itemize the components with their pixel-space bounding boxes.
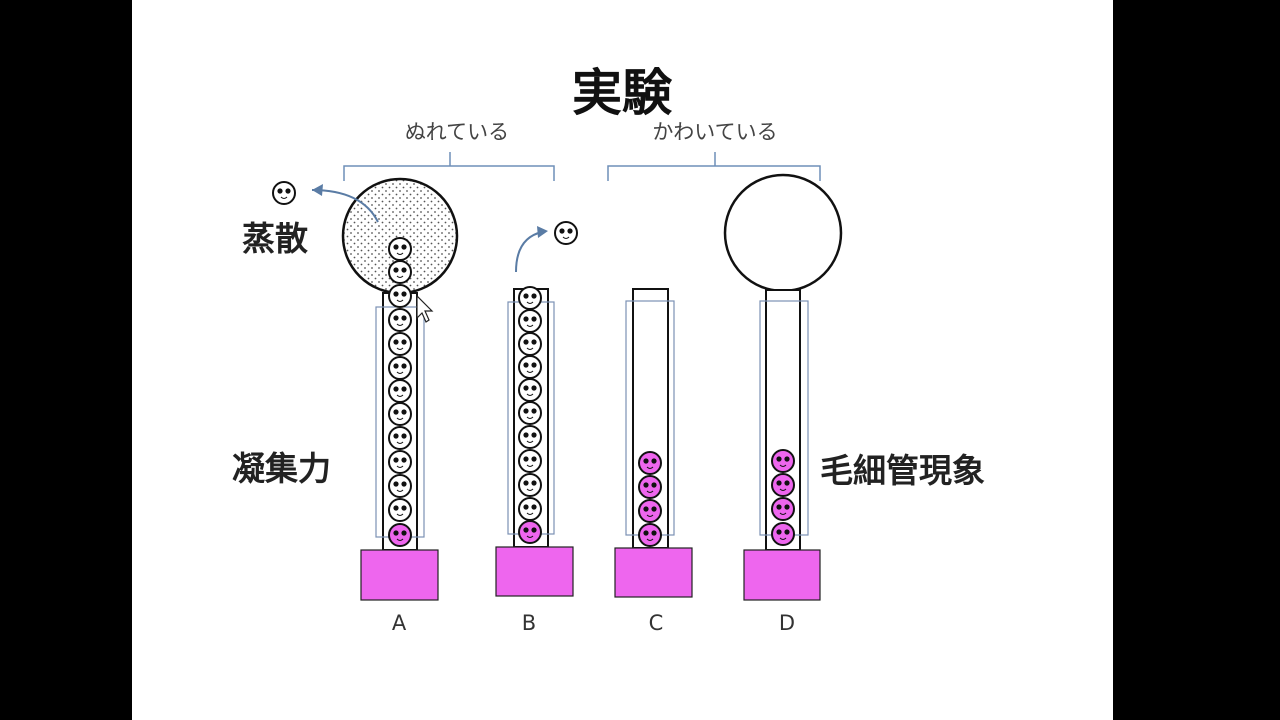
water-molecules-b (518, 286, 542, 544)
water-molecule (518, 309, 542, 333)
leaf-bulb-dry (723, 173, 843, 293)
water-molecule-pink (771, 497, 795, 521)
water-molecule (388, 308, 412, 332)
bracket-wet (343, 152, 555, 181)
group-label-dry: かわいている (652, 120, 777, 144)
water-molecule (388, 450, 412, 474)
water-molecule-pink (771, 473, 795, 497)
column-label-b: B (522, 611, 536, 635)
water-molecules-d (771, 449, 795, 546)
water-molecule (388, 426, 412, 450)
water-molecule (518, 332, 542, 356)
water-molecule (388, 356, 412, 380)
water-molecule (388, 284, 412, 308)
water-molecule (518, 473, 542, 497)
group-label-wet: ぬれている (405, 120, 509, 144)
pot-a (360, 549, 439, 601)
water-molecule-pink (638, 475, 662, 499)
water-molecule (388, 260, 412, 284)
mouse-cursor-icon (416, 294, 434, 323)
water-molecule (518, 449, 542, 473)
water-molecule (388, 379, 412, 403)
label-capillary: 毛細管現象 (820, 451, 985, 490)
water-molecule-pink (388, 523, 412, 547)
water-molecule-pink (771, 449, 795, 473)
water-molecule (518, 425, 542, 449)
arrow-head-icon (312, 184, 323, 196)
bracket-dry (607, 152, 821, 181)
water-molecule (518, 497, 542, 521)
water-molecules-c (638, 451, 662, 547)
evaporated-molecule-a (272, 181, 296, 205)
water-molecule-pink (771, 522, 795, 546)
column-b (495, 221, 578, 597)
water-molecule (388, 474, 412, 498)
pot-b (495, 546, 574, 597)
slide: 実験 ぬれている かわいている 蒸散 凝集力 毛細管現象 A B C D (132, 0, 1113, 720)
pot-c (614, 547, 693, 598)
column-d (723, 173, 843, 601)
water-molecule-pink (638, 451, 662, 475)
column-label-d: D (779, 611, 795, 635)
water-molecule (388, 332, 412, 356)
column-label-a: A (392, 611, 407, 635)
water-molecule (388, 237, 412, 261)
column-label-c: C (649, 611, 664, 635)
water-molecules-a (388, 237, 412, 547)
water-molecule-pink (518, 520, 542, 544)
label-cohesion: 凝集力 (232, 449, 331, 488)
water-molecule (518, 378, 542, 402)
water-molecule (388, 402, 412, 426)
page-title: 実験 (572, 64, 673, 122)
label-evaporation: 蒸散 (242, 219, 308, 258)
water-molecule-pink (638, 523, 662, 547)
evaporated-molecule-b (554, 221, 578, 245)
column-c (614, 288, 693, 598)
experiment-diagram: 実験 ぬれている かわいている 蒸散 凝集力 毛細管現象 A B C D (232, 64, 985, 635)
column-a (272, 177, 459, 601)
pot-d (743, 549, 821, 601)
water-molecule-pink (638, 499, 662, 523)
evaporation-arrow-b (515, 231, 543, 273)
water-molecule (518, 355, 542, 379)
water-molecule (518, 286, 542, 310)
water-molecule (518, 401, 542, 425)
arrow-head-icon (537, 226, 548, 238)
water-molecule (388, 498, 412, 522)
